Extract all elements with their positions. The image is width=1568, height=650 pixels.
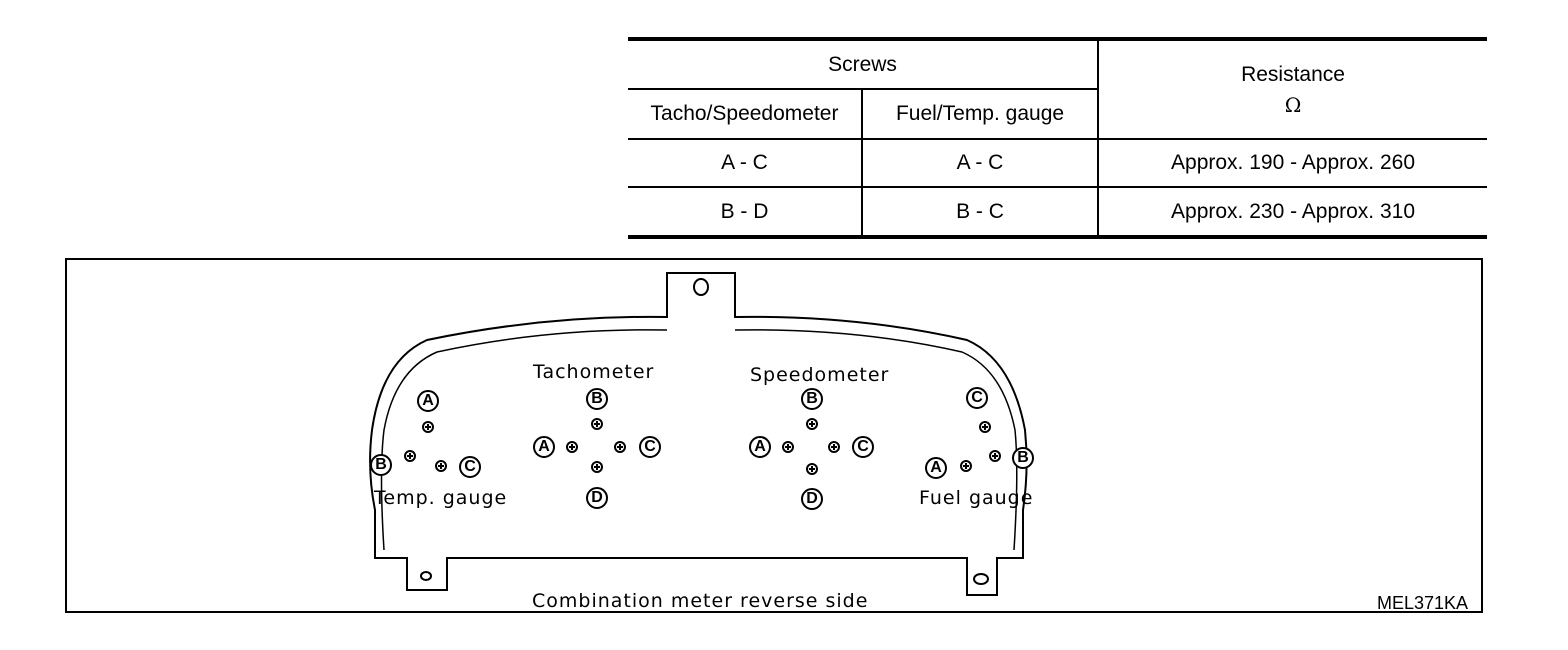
tacho-screw-c-icon	[614, 441, 626, 453]
diagram-caption: Combination meter reverse side	[532, 590, 869, 612]
speedo-screw-d-icon	[806, 463, 818, 475]
temp-pin-b: B	[370, 454, 392, 476]
speedo-pin-a: A	[749, 436, 771, 458]
resistance-title: Resistance	[1241, 62, 1345, 86]
temp-gauge-label: Temp. gauge	[374, 487, 508, 509]
row2-resistance-cell: Approx. 230 - Approx. 310	[1098, 187, 1488, 239]
temp-screw-a-icon	[422, 421, 434, 433]
temp-pin-a: A	[417, 390, 439, 412]
fuel-pin-a: A	[925, 457, 947, 479]
tacho-pin-d: D	[586, 487, 608, 509]
speedo-screw-c-icon	[828, 441, 840, 453]
fuel-temp-gauge-header: Fuel/Temp. gauge	[862, 89, 1100, 139]
tacho-screw-a-icon	[566, 441, 578, 453]
tacho-screw-b-icon	[591, 418, 603, 430]
fuel-screw-b-icon	[989, 450, 1001, 462]
row1-tacho-cell: A - C	[628, 138, 863, 188]
speedo-pin-b: B	[801, 388, 823, 410]
figure-code: MEL371KA	[1377, 593, 1469, 613]
diagram-frame: Tachometer Speedometer Temp. gauge Fuel …	[65, 258, 1483, 613]
speedo-screw-a-icon	[782, 441, 794, 453]
resistance-unit: Ω	[1284, 92, 1302, 117]
tachometer-label: Tachometer	[533, 361, 655, 383]
tacho-pin-b: B	[586, 388, 608, 410]
table-row: A - C A - C Approx. 190 - Approx. 260	[628, 138, 1488, 188]
speedo-pin-c: C	[852, 436, 874, 458]
row1-resistance-cell: Approx. 190 - Approx. 260	[1098, 138, 1488, 188]
row1-fuel-cell: A - C	[862, 138, 1100, 188]
fuel-pin-b: B	[1012, 447, 1034, 469]
speedometer-label: Speedometer	[750, 364, 890, 386]
fuel-pin-c: C	[966, 387, 988, 409]
speedo-pin-d: D	[801, 488, 823, 510]
temp-pin-c: C	[459, 456, 481, 478]
resistance-spec-table: Screws Resistance Ω Tacho/Speedometer Fu…	[628, 37, 1488, 239]
fuel-gauge-label: Fuel gauge	[919, 487, 1034, 509]
fuel-screw-a-icon	[960, 460, 972, 472]
fuel-screw-c-icon	[979, 421, 991, 433]
tacho-pin-a: A	[533, 436, 555, 458]
row2-tacho-cell: B - D	[628, 187, 863, 239]
tacho-screw-d-icon	[591, 461, 603, 473]
tacho-pin-c: C	[639, 436, 661, 458]
table-row: B - D B - C Approx. 230 - Approx. 310	[628, 187, 1488, 239]
screws-header: Screws	[628, 37, 1100, 90]
temp-screw-c-icon	[435, 460, 447, 472]
row2-fuel-cell: B - C	[862, 187, 1100, 239]
resistance-header: Resistance Ω	[1098, 37, 1488, 139]
tacho-speedometer-header: Tacho/Speedometer	[628, 89, 863, 139]
speedo-screw-b-icon	[806, 418, 818, 430]
temp-screw-b-icon	[404, 450, 416, 462]
meter-outline	[369, 272, 1028, 596]
